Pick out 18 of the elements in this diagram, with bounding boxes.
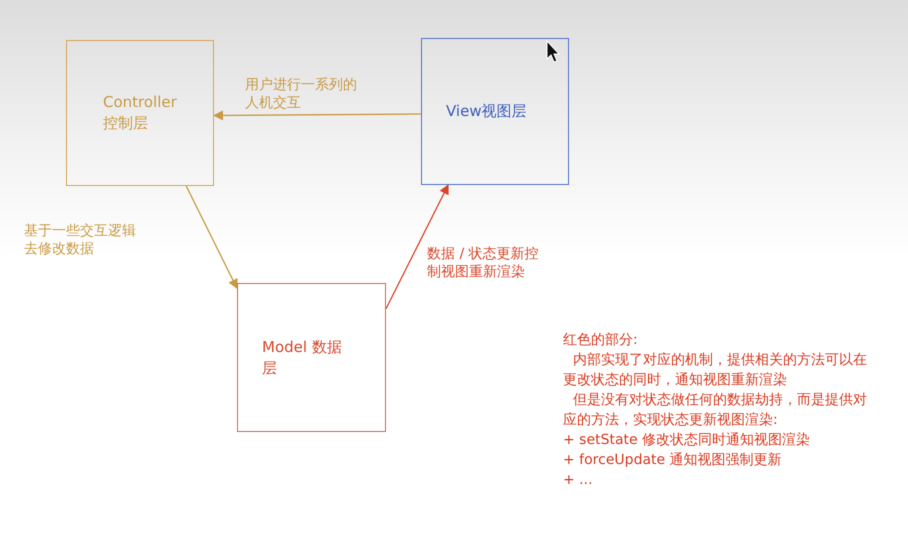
arrow [213, 110, 421, 120]
edge-label: 数据 / 状态更新控制视图重新渲染 [427, 245, 540, 281]
edge-label: 基于一些交互逻辑去修改数据 [24, 222, 137, 258]
layer-box [421, 38, 569, 185]
note-text: 红色的部分: [563, 331, 639, 350]
note-text: 但是没有对状态做任何的数据劫持，而是提供对应的方法，实现状态更新视图渲染: [563, 391, 868, 430]
edge-label: 用户进行一系列的人机交互 [245, 76, 358, 112]
note-text: 内部实现了对应的机制，提供相关的方法可以在更改状态的同时，通知视图重新渲染 [563, 351, 868, 390]
layer-box [66, 40, 214, 186]
box-label: Model 数据层 [262, 336, 343, 378]
box-label: Controller 控制层 [103, 92, 178, 134]
note-text: + ... [563, 471, 594, 490]
box-label: View视图层 [446, 101, 527, 122]
layer-box [237, 283, 386, 432]
arrow [385, 184, 449, 310]
note-text: + setState 修改状态同时通知视图渲染 [563, 431, 812, 450]
arrow [186, 186, 238, 290]
note-text: + forceUpdate 通知视图强制更新 [563, 451, 783, 470]
